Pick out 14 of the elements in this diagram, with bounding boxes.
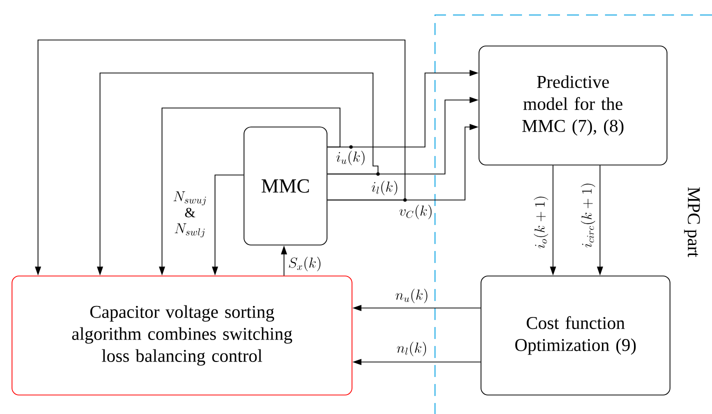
- control-box: Capacitor voltage sorting algorithm combines switching loss balancing control: [12, 276, 352, 396]
- converter-box: MMC: [244, 126, 328, 246]
- edge-label: $n_l(k)$: [396, 340, 428, 358]
- edge-label: $i_u(k)$: [335, 150, 367, 166]
- process-box: Cost function Optimization (9): [480, 276, 670, 396]
- process-box: Predictive model for the MMC (7), (8): [478, 46, 668, 166]
- edge-label: $S_x(k)$: [287, 256, 323, 272]
- edge-label: $n_u(k)$: [394, 288, 430, 304]
- edge-label: $i_o(k+1)$: [532, 194, 550, 250]
- edge-label: $i_l(k)$: [370, 180, 400, 196]
- edge-label: $\begin{array}{c}N_{swuj}\\ \&\\ N_{swlj}\end{array}$: [166, 189, 214, 239]
- region-label: MPC part: [684, 187, 700, 258]
- edge-label: $i_{circ}(k+1)$: [580, 181, 596, 249]
- edge-label: $v_C(k)$: [398, 204, 434, 220]
